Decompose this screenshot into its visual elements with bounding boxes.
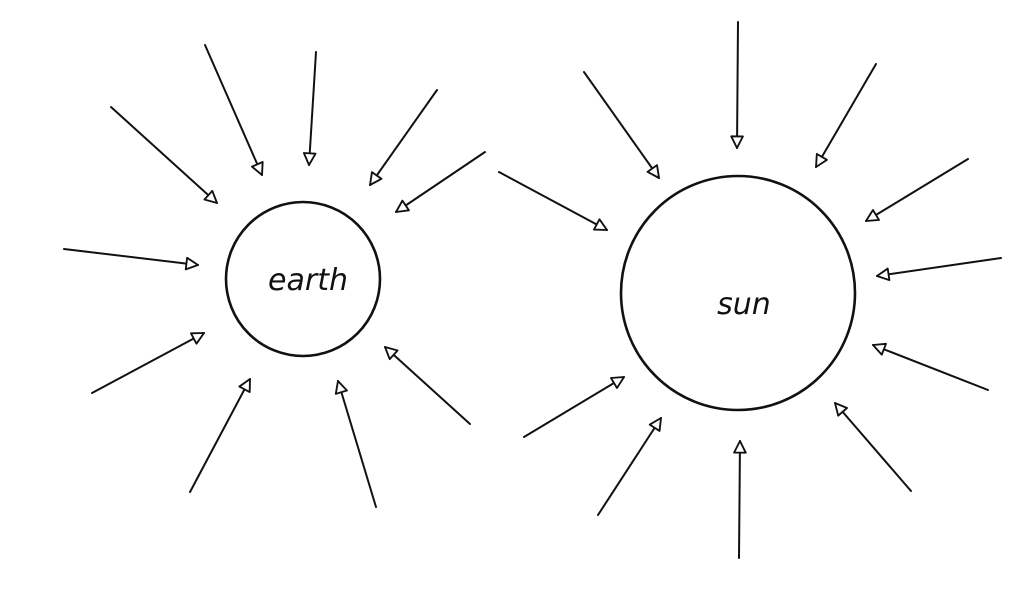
sun-arrows: [498, 21, 1002, 559]
earth-inward-arrow: [189, 378, 251, 493]
sun-inward-arrow: [815, 63, 877, 168]
sun-inward-arrow: [583, 71, 660, 179]
earth-arrows: [63, 44, 486, 508]
earth-circle: [224, 200, 382, 358]
earth-inward-arrow: [395, 151, 486, 213]
earth-inward-arrow: [302, 51, 317, 166]
earth-inward-arrow: [204, 44, 264, 176]
sun-inward-arrow: [523, 376, 625, 438]
sun-inward-arrow: [498, 171, 608, 231]
sun-inward-arrow: [733, 440, 747, 559]
sun-inward-arrow: [872, 342, 989, 391]
sun-label: sun: [717, 287, 771, 322]
earth-label: earth: [268, 263, 348, 298]
sun-inward-arrow: [730, 21, 744, 149]
earth-group: earth: [63, 44, 486, 508]
sun-inward-arrow: [597, 417, 662, 516]
sun-inward-arrow: [876, 257, 1002, 282]
sun-circle: [619, 174, 857, 412]
earth-inward-arrow: [91, 332, 205, 394]
sun-group: sun: [498, 21, 1002, 559]
earth-inward-arrow: [110, 106, 218, 204]
earth-inward-arrow: [63, 248, 199, 271]
earth-inward-arrow: [334, 380, 377, 508]
sun-inward-arrow: [865, 158, 969, 222]
earth-inward-arrow: [384, 346, 471, 425]
sun-inward-arrow: [834, 402, 912, 492]
earth-inward-arrow: [369, 89, 438, 186]
